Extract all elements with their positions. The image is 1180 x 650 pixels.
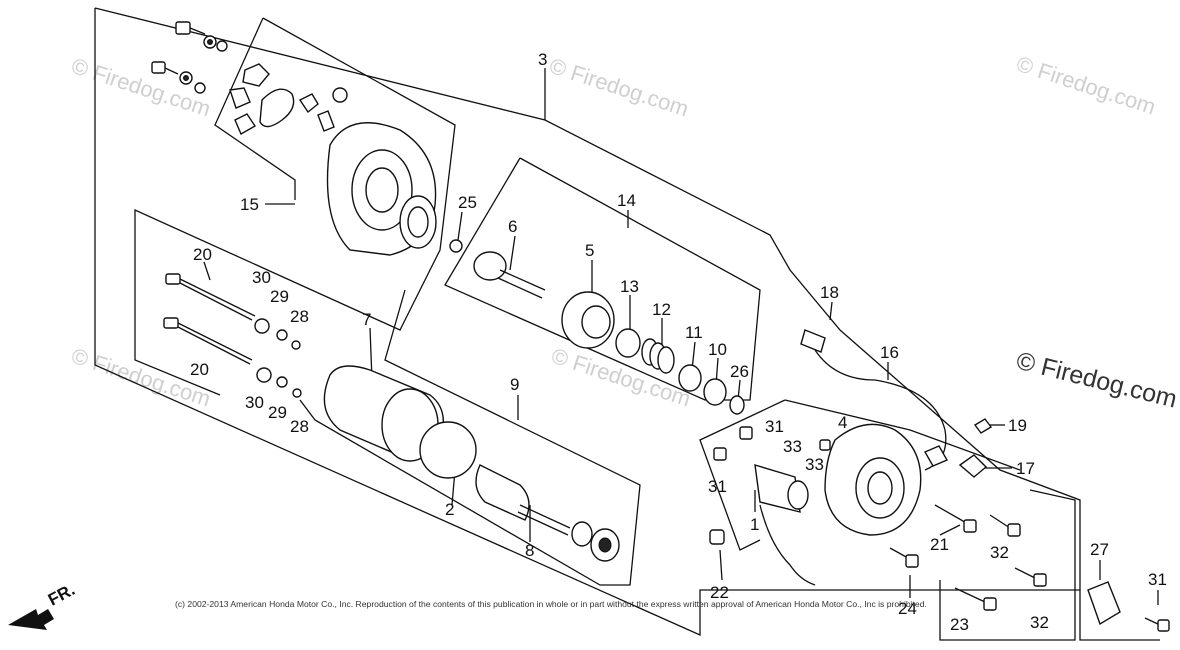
- callout-28: 28: [290, 417, 309, 436]
- o-ring-part: [419, 421, 477, 479]
- callout-18: 18: [820, 283, 839, 302]
- callout-33: 33: [783, 437, 802, 456]
- bracket-part: [1087, 581, 1121, 626]
- watermark: © Firedog.com: [68, 53, 213, 121]
- watermark: © Firedog.com: [1014, 347, 1180, 414]
- long-bolt-part: [163, 317, 302, 398]
- nut-part: [819, 439, 831, 451]
- outline-9: [299, 289, 641, 586]
- callout-32: 32: [1030, 613, 1049, 632]
- callout-31: 31: [1148, 570, 1167, 589]
- nut-part: [739, 426, 753, 440]
- outline-bolts: [939, 489, 1076, 641]
- clamp-part: [958, 454, 988, 478]
- callout-9: 9: [510, 375, 519, 394]
- bolt-part: [175, 21, 228, 52]
- callout-28: 28: [290, 307, 309, 326]
- armature-part: [475, 464, 620, 562]
- bolt-part: [934, 504, 977, 533]
- callout-14: 14: [617, 191, 636, 210]
- callout-29: 29: [270, 287, 289, 306]
- callout-10: 10: [708, 340, 727, 359]
- gear-part: [561, 291, 615, 349]
- clip-part: [729, 395, 745, 415]
- spring-part: [641, 338, 675, 374]
- callout-16: 16: [880, 343, 899, 362]
- callout-29: 29: [268, 403, 287, 422]
- callout-8: 8: [525, 541, 534, 560]
- callout-27: 27: [1090, 540, 1109, 559]
- callout-4: 4: [838, 413, 847, 432]
- cable-part: [800, 329, 948, 471]
- callout-5: 5: [585, 241, 594, 260]
- outline-solenoid: [699, 399, 786, 551]
- long-bolt-part: [165, 273, 301, 350]
- callout-11: 11: [685, 323, 703, 342]
- outline-3: [94, 7, 1081, 590]
- callout-25: 25: [458, 193, 477, 212]
- callout-15: 15: [240, 195, 259, 214]
- callout-7: 7: [362, 310, 371, 329]
- copyright-notice: (c) 2002-2013 American Honda Motor Co., …: [175, 599, 927, 609]
- callouts: 3 15 25 6 5 14 13 12 11 10 26 20 30 29 2…: [190, 50, 1167, 634]
- callout-22: 22: [710, 583, 729, 602]
- bolt-part: [973, 418, 993, 434]
- bolt-part: [954, 587, 997, 611]
- nut-part: [713, 447, 727, 461]
- washer-part: [615, 328, 641, 358]
- callout-26: 26: [730, 362, 749, 381]
- callout-6: 6: [508, 217, 517, 236]
- bolt-part: [889, 547, 919, 568]
- callout-23: 23: [950, 615, 969, 634]
- callout-30: 30: [252, 268, 271, 287]
- rear-cover-part: [326, 122, 437, 256]
- watermark: © Firedog.com: [546, 53, 691, 121]
- bolt-part: [1144, 617, 1170, 632]
- callout-1: 1: [750, 515, 759, 534]
- callout-31: 31: [708, 477, 727, 496]
- washer-part: [703, 378, 727, 406]
- pinion-shaft-part: [449, 239, 546, 299]
- watermark: © Firedog.com: [1013, 51, 1158, 119]
- callout-17: 17: [1016, 459, 1035, 478]
- solenoid-part: [754, 464, 816, 586]
- outline-15: [134, 17, 456, 396]
- brush-holder-part: [229, 63, 348, 135]
- nut-part: [709, 529, 725, 545]
- callout-20: 20: [193, 245, 212, 264]
- callout-32: 32: [990, 543, 1009, 562]
- direction-indicator: FR.: [8, 580, 78, 630]
- callout-33: 33: [805, 455, 824, 474]
- direction-label: FR.: [45, 580, 78, 610]
- callout-12: 12: [652, 300, 671, 319]
- callout-21: 21: [930, 535, 949, 554]
- front-cover-part: [824, 423, 922, 536]
- outline-14: [444, 157, 761, 401]
- front-arrow-icon: [8, 609, 54, 630]
- callout-31: 31: [765, 417, 784, 436]
- callout-2: 2: [445, 500, 454, 519]
- parts-drawing: [151, 21, 1170, 632]
- callout-13: 13: [620, 277, 639, 296]
- callout-19: 19: [1008, 416, 1027, 435]
- callout-20: 20: [190, 360, 209, 379]
- bolt-part: [1014, 567, 1047, 587]
- washer-part: [678, 364, 702, 392]
- callout-3: 3: [538, 50, 547, 69]
- bolt-part: [151, 61, 206, 94]
- callout-30: 30: [245, 393, 264, 412]
- bolt-part: [989, 514, 1021, 537]
- group-outlines: [94, 7, 1160, 641]
- callout-24: 24: [898, 599, 917, 618]
